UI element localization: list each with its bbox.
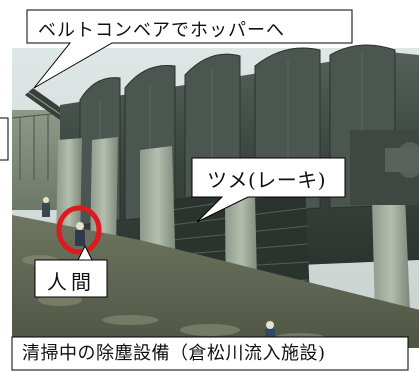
highlight-circle [56, 205, 102, 255]
photo-caption: 清掃中の除塵設備（倉松川流入施設) [22, 343, 326, 364]
conveyor-callout-label: ベルトコンベアでホッパーへ [38, 20, 285, 41]
conveyor-callout-bubble [26, 9, 353, 89]
person-callout-label: 人間 [47, 270, 95, 294]
rake-callout-label: ツメ(レーキ) [207, 168, 327, 192]
rake-callout-bubble [191, 157, 346, 223]
person-callout-bubble [34, 244, 108, 298]
caption-box [11, 336, 409, 371]
partial-callout-box [0, 117, 9, 161]
